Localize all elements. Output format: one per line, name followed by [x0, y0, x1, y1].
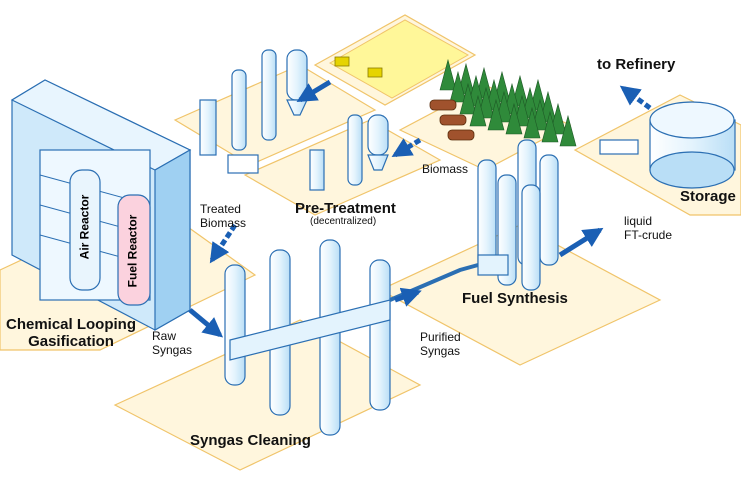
syngas-cleaning-equipment: [224, 239, 391, 436]
tree-icon: [523, 106, 541, 139]
tree-icon: [459, 82, 477, 115]
stream-purified-syngas-label: Purified Syngas: [420, 330, 461, 358]
tree-icon: [439, 58, 457, 91]
stage-storage-label: Storage: [680, 188, 736, 205]
field: [328, 19, 470, 99]
stage-pretreatment-label: Pre-Treatment: [295, 200, 396, 217]
stream-biomass-label: Biomass: [422, 162, 469, 176]
platform-fuel-synthesis: [378, 224, 662, 366]
stream-ft-crude-label: liquid FT-crude: [624, 214, 673, 242]
pretreatment-equipment-decentral: [309, 114, 389, 191]
tree-icon: [449, 70, 467, 103]
stage-synthesis-label: Fuel Synthesis: [462, 290, 568, 307]
stage-gasification-label: Chemical Looping Gasification: [6, 316, 137, 351]
tree-icon: [469, 94, 487, 127]
fuel-reactor-vessel: [117, 194, 151, 306]
fuel-reactor-label: Fuel Reactor: [125, 214, 140, 288]
tree-icon: [505, 102, 523, 135]
forest: [439, 58, 577, 147]
platform-pretreatment-decentral: [243, 119, 442, 216]
storage-tank: [599, 101, 736, 189]
flow-arrows: [188, 79, 652, 338]
stage-refinery-label: to Refinery: [597, 56, 676, 73]
tree-icon: [541, 110, 559, 143]
stream-treated-biomass-label: Treated Biomass: [200, 202, 247, 230]
air-reactor-label: Air Reactor: [77, 194, 92, 260]
stream-raw-syngas-label: Raw Syngas: [152, 329, 193, 357]
tree-icon: [487, 98, 505, 131]
gasification-building: [10, 79, 192, 332]
stage-cleaning-label: Syngas Cleaning: [190, 432, 311, 449]
stage-pretreatment-note: (decentralized): [310, 216, 377, 227]
tree-icon: [559, 114, 577, 147]
log-piles: [429, 99, 475, 141]
air-reactor-vessel: [69, 169, 101, 291]
fuel-synthesis-equipment: [389, 139, 559, 302]
